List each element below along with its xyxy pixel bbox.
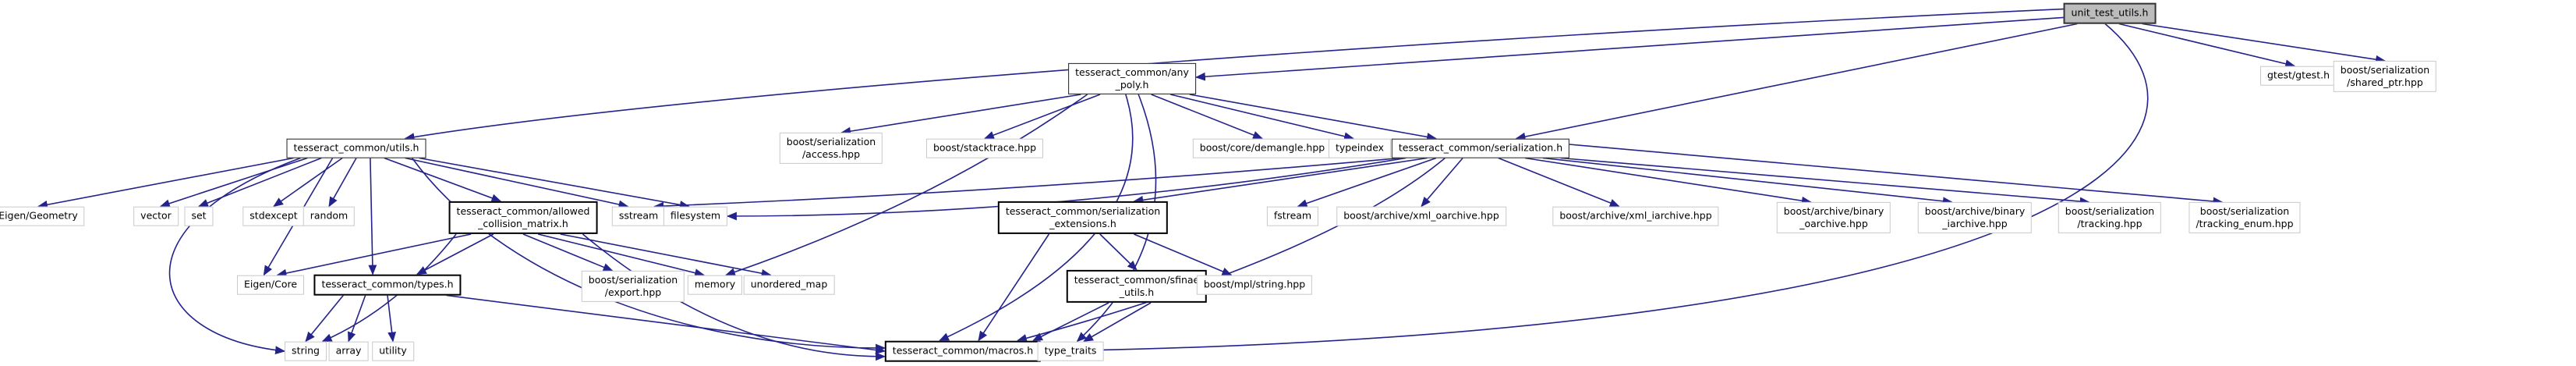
edge-utils-to-random (328, 158, 357, 208)
edge-utils-to-acm (384, 157, 502, 202)
graph-node-tracking_enum[interactable]: boost/serialization /tracking_enum.hpp (2189, 201, 2301, 234)
graph-node-shared_ptr[interactable]: boost/serialization /shared_ptr.hpp (2333, 60, 2437, 93)
edge-any_poly-to-memory (724, 94, 1088, 276)
graph-node-binary_oarchive[interactable]: boost/archive/binary _oarchive.hpp (1776, 201, 1891, 234)
edge-utils-to-vector (159, 157, 308, 208)
graph-node-tracking[interactable]: boost/serialization /tracking.hpp (2058, 201, 2162, 234)
graph-node-memory[interactable]: memory (687, 275, 743, 295)
edge-serialization-to-extensions (1133, 157, 1428, 204)
graph-node-demangle[interactable]: boost/core/demangle.hpp (1192, 138, 1332, 158)
edge-acm-to-eigen_core (276, 233, 472, 278)
edge-unit-to-gtest (2118, 23, 2296, 68)
graph-node-vector[interactable]: vector (133, 206, 179, 226)
edge-serialization-to-sstream (653, 157, 1401, 211)
edge-utils-to-filesystem (419, 157, 690, 209)
edge-sfinae-to-macros (1032, 302, 1109, 342)
edge-types-to-macros (446, 294, 886, 354)
graph-node-sstream[interactable]: sstream (611, 206, 666, 226)
edges-group (37, 8, 2387, 361)
graph-node-xml_iarchive[interactable]: boost/archive/xml_iarchive.hpp (1552, 206, 1719, 226)
edge-serialization-to-fstream (1297, 157, 1437, 208)
graph-node-eigen_core[interactable]: Eigen/Core (236, 275, 305, 295)
graph-node-serialization[interactable]: tesseract_common/serialization.h (1391, 138, 1570, 158)
edge-unit-to-any_poly (1194, 16, 2064, 81)
edge-serialization-to-tracking (1560, 157, 2090, 206)
edge-any_poly-to-typeindex (1170, 94, 1355, 140)
graph-node-stdexcept[interactable]: stdexcept (242, 206, 305, 226)
edge-extensions-to-mpl_string (1134, 233, 1233, 276)
graph-node-gtest[interactable]: gtest/gtest.h (2260, 66, 2337, 86)
graph-node-types[interactable]: tesseract_common/types.h (313, 274, 462, 296)
edge-extensions-to-macros (978, 233, 1050, 342)
edge-any_poly-to-access (840, 94, 1081, 136)
edge-acm-to-macros (582, 233, 886, 361)
graph-node-array[interactable]: array (328, 341, 369, 361)
edge-acm-to-unordered_map (560, 233, 772, 278)
edge-serialization-to-xml_oarchive (1421, 157, 1463, 208)
graph-node-any_poly[interactable]: tesseract_common/any _poly.h (1068, 62, 1196, 95)
graph-node-random[interactable]: random (303, 206, 356, 226)
graph-node-xml_oarchive[interactable]: boost/archive/xml_oarchive.hpp (1336, 206, 1506, 226)
graph-node-access[interactable]: boost/serialization /access.hpp (779, 132, 883, 165)
graph-node-typeindex[interactable]: typeindex (1328, 138, 1392, 158)
graph-node-unordered_map[interactable]: unordered_map (743, 275, 835, 295)
graph-node-utility[interactable]: utility (372, 341, 414, 361)
edge-acm-to-types (416, 233, 494, 275)
graph-node-unit: unit_test_utils.h (2063, 2, 2157, 24)
edge-utils-to-stdexcept (273, 157, 343, 208)
edge-utils-to-string (168, 157, 301, 355)
graph-node-sfinae[interactable]: tesseract_common/sfinae _utils.h (1066, 269, 1208, 304)
edge-sfinae-to-type_traits (1083, 302, 1152, 343)
edge-serialization-to-xml_iarchive (1498, 157, 1620, 208)
edge-utils-to-macros (411, 158, 886, 353)
edge-acm-to-memory (537, 233, 706, 277)
edge-serialization-to-binary_oarchive (1524, 157, 1812, 205)
graph-node-set[interactable]: set (184, 206, 214, 226)
edge-acm-to-export (522, 233, 614, 272)
edge-serialization-to-macros (1016, 157, 1445, 343)
edge-any_poly-to-stacktrace (983, 94, 1101, 140)
edge-types-to-array (348, 295, 366, 343)
graph-node-binary_iarchive[interactable]: boost/archive/binary _iarchive.hpp (1917, 201, 2033, 234)
edge-any_poly-to-demangle (1151, 94, 1264, 140)
edge-extensions-to-sfinae (1099, 233, 1138, 271)
edge-unit-to-utils (404, 8, 2064, 141)
edge-types-to-utility (387, 295, 396, 343)
graph-node-string[interactable]: string (285, 341, 327, 361)
graph-node-mpl_string[interactable]: boost/mpl/string.hpp (1196, 275, 1313, 295)
edge-utils-to-eigen_geometry (37, 157, 294, 209)
graph-node-acm[interactable]: tesseract_common/allowed _collision_matr… (448, 201, 598, 235)
edge-acm-to-string (321, 233, 457, 343)
graph-node-fstream[interactable]: fstream (1266, 206, 1319, 226)
graph-node-stacktrace[interactable]: boost/stacktrace.hpp (925, 138, 1044, 158)
graph-node-utils[interactable]: tesseract_common/utils.h (286, 138, 426, 158)
edge-serialization-to-binary_iarchive (1542, 157, 1953, 206)
graph-node-export[interactable]: boost/serialization /export.hpp (581, 270, 685, 303)
graph-node-type_traits[interactable]: type_traits (1037, 341, 1104, 361)
graph-node-filesystem[interactable]: filesystem (663, 206, 728, 226)
graph-node-extensions[interactable]: tesseract_common/serialization _extensio… (997, 201, 1169, 235)
edge-unit-to-shared_ptr (2142, 23, 2387, 64)
edge-utils-to-sstream (405, 157, 629, 209)
edge-types-to-string (305, 294, 344, 343)
edge-any_poly-to-serialization (1189, 94, 1438, 141)
edge-utils-to-types (368, 158, 377, 275)
edge-serialization-to-tracking_enum (1569, 144, 2224, 206)
graph-node-eigen_geometry[interactable]: Eigen/Geometry (0, 206, 85, 226)
graph-node-macros[interactable]: tesseract_common/macros.h (884, 340, 1042, 362)
edge-unit-to-serialization (1515, 23, 2078, 141)
edge-utils-to-set (197, 157, 322, 208)
